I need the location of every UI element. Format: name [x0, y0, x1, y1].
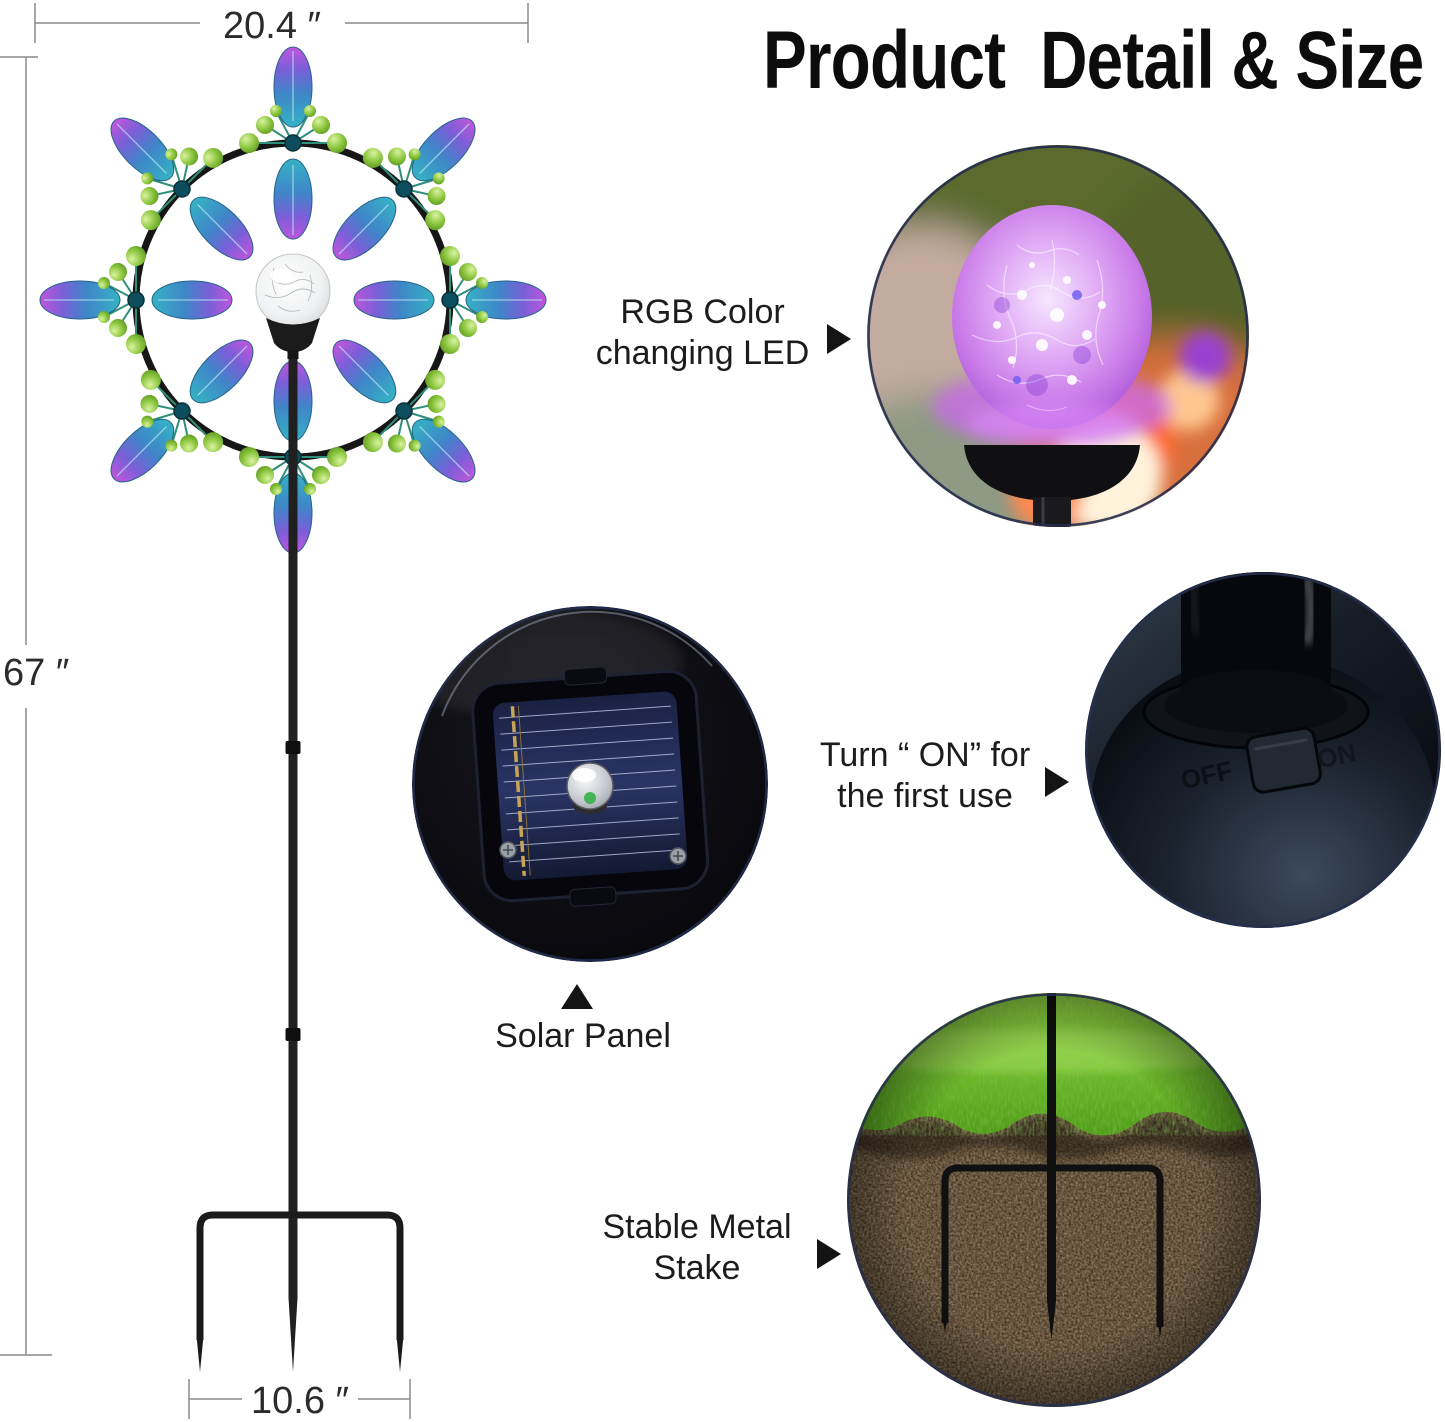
arrow-to-stake-icon	[817, 1239, 841, 1269]
flower-cluster	[239, 47, 347, 239]
stake-width-dimension	[188, 1379, 411, 1419]
arrow-to-switch-icon	[1045, 767, 1069, 797]
stake-detail-photo	[847, 993, 1261, 1407]
solar-light-pole	[285, 352, 301, 1222]
page-title: Product Detail & Size	[763, 15, 1424, 106]
flower-cluster	[76, 305, 288, 517]
flower-cluster	[298, 305, 510, 517]
flower-cluster	[40, 246, 232, 354]
solar-panel-callout-label: Solar Panel	[495, 1017, 671, 1055]
wind-spinner-diagram: 20.4 ″ 67 ″	[0, 3, 560, 1422]
flower-cluster	[354, 246, 546, 354]
width-dimension-label: 20.4 ″	[223, 5, 321, 47]
flower-cluster	[298, 83, 510, 295]
led-bulb	[566, 762, 614, 814]
stake-width-dimension-label: 10.6 ″	[251, 1380, 349, 1422]
arrow-to-led-icon	[827, 324, 851, 354]
arrow-to-solar-panel-icon	[561, 984, 593, 1009]
crackle-glass-ball	[255, 253, 331, 359]
height-dimension	[0, 56, 52, 1356]
switch-callout-label: Turn “ ON” for the first use	[819, 736, 1031, 815]
ground-stake	[196, 1211, 404, 1372]
led-detail-photo	[867, 145, 1249, 527]
height-dimension-label: 67 ″	[3, 652, 69, 694]
pole-cylinder	[1181, 572, 1331, 710]
solar-panel-photo	[412, 606, 768, 962]
width-dimension	[34, 3, 529, 43]
led-callout-label: RGB Color changing LED	[595, 293, 810, 372]
stake-callout-label: Stable Metal Stake	[602, 1208, 792, 1287]
switch-detail-photo: OFF ON	[1085, 572, 1441, 928]
lamp-cup	[964, 443, 1140, 527]
flower-cluster	[76, 83, 288, 295]
on-off-switch	[1245, 726, 1322, 794]
